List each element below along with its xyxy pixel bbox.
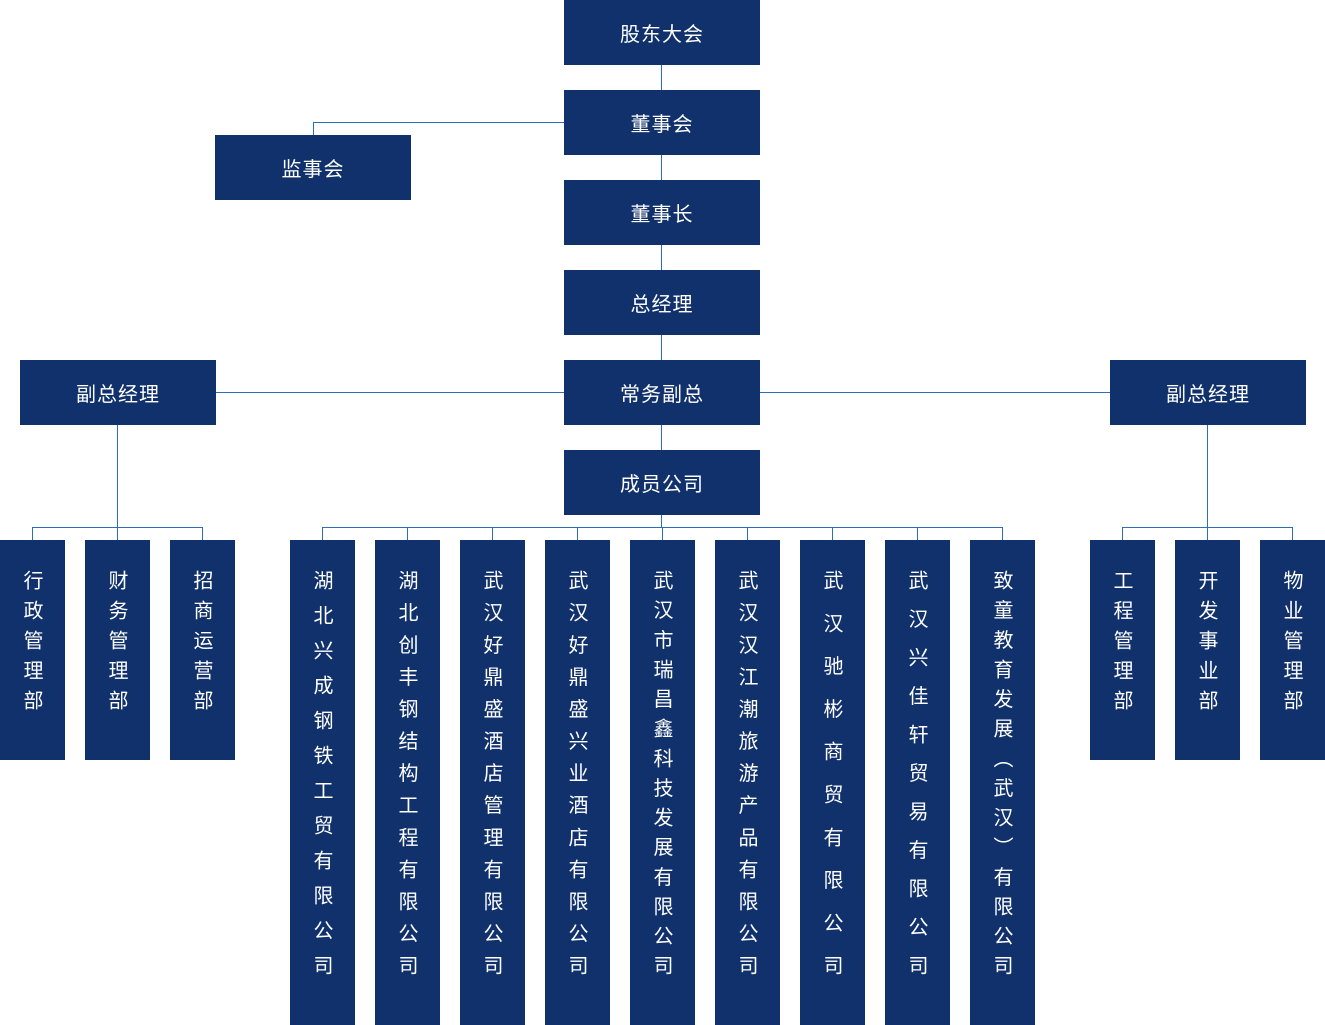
- member-company-4-label: 武汉好鼎盛兴业酒店有限公司: [565, 570, 589, 975]
- line-members-drop-1: [322, 527, 323, 540]
- line-members-drop-9: [1002, 527, 1003, 540]
- line-right-drop-3: [1292, 527, 1293, 540]
- member-company-4: 武汉好鼎盛兴业酒店有限公司: [545, 540, 610, 1025]
- member-company-2: 湖北创丰钢结构工程有限公司: [375, 540, 440, 1025]
- line-members-drop-3: [492, 527, 493, 540]
- dept-right-1: 工程管理部: [1090, 540, 1155, 760]
- dept-left-2-label: 财务管理部: [105, 570, 129, 710]
- line-right-trunk: [1207, 425, 1208, 527]
- line-members-drop-7: [832, 527, 833, 540]
- line-shareholders-board: [661, 65, 662, 90]
- dept-left-3: 招商运营部: [170, 540, 235, 760]
- member-company-6-label: 武汉汉江潮旅游产品有限公司: [735, 570, 759, 975]
- line-members-drop-5: [662, 527, 663, 540]
- line-members-drop-2: [407, 527, 408, 540]
- line-evp-members: [661, 425, 662, 450]
- line-members-trunk: [661, 515, 662, 527]
- line-left-drop-1: [32, 527, 33, 540]
- member-company-2-label: 湖北创丰钢结构工程有限公司: [395, 570, 419, 975]
- member-company-5-label: 武汉市瑞昌鑫科技发展有限公司: [650, 570, 674, 975]
- line-right-drop-2: [1207, 527, 1208, 540]
- member-company-7: 武汉驰彬商贸有限公司: [800, 540, 865, 1025]
- node-member-companies: 成员公司: [564, 450, 760, 515]
- node-executive-vp: 常务副总: [564, 360, 760, 425]
- line-right-drop-1: [1122, 527, 1123, 540]
- dept-right-2: 开发事业部: [1175, 540, 1240, 760]
- node-board: 董事会: [564, 90, 760, 155]
- line-vp-right: [759, 392, 1110, 393]
- dept-left-3-label: 招商运营部: [190, 570, 214, 710]
- line-members-drop-6: [747, 527, 748, 540]
- line-board-chairman: [661, 155, 662, 180]
- member-company-8-label: 武汉兴佳轩贸易有限公司: [905, 570, 929, 975]
- node-general-manager: 总经理: [564, 270, 760, 335]
- dept-right-3: 物业管理部: [1260, 540, 1325, 760]
- dept-right-3-label: 物业管理部: [1280, 570, 1304, 710]
- member-company-6: 武汉汉江潮旅游产品有限公司: [715, 540, 780, 1025]
- member-company-3: 武汉好鼎盛酒店管理有限公司: [460, 540, 525, 1025]
- node-vp-left: 副总经理: [20, 360, 216, 425]
- line-left-drop-2: [117, 527, 118, 540]
- node-supervisors: 监事会: [215, 135, 411, 200]
- line-board-supervisors-h: [313, 122, 564, 123]
- line-chairman-gm: [661, 245, 662, 270]
- line-board-supervisors-v: [313, 122, 314, 135]
- node-shareholders: 股东大会: [564, 0, 760, 65]
- line-members-drop-8: [917, 527, 918, 540]
- member-company-9-label: 致童教育发展（武汉）有限公司: [990, 570, 1014, 975]
- member-company-3-label: 武汉好鼎盛酒店管理有限公司: [480, 570, 504, 975]
- dept-left-1: 行政管理部: [0, 540, 65, 760]
- line-gm-evp: [661, 335, 662, 360]
- member-company-7-label: 武汉驰彬商贸有限公司: [820, 570, 844, 975]
- line-left-drop-3: [202, 527, 203, 540]
- dept-right-2-label: 开发事业部: [1195, 570, 1219, 710]
- line-left-trunk: [117, 425, 118, 527]
- dept-left-2: 财务管理部: [85, 540, 150, 760]
- node-chairman: 董事长: [564, 180, 760, 245]
- member-company-1-label: 湖北兴成钢铁工贸有限公司: [310, 570, 334, 975]
- line-vp-left: [215, 392, 564, 393]
- dept-right-1-label: 工程管理部: [1110, 570, 1134, 710]
- member-company-5: 武汉市瑞昌鑫科技发展有限公司: [630, 540, 695, 1025]
- member-company-9: 致童教育发展（武汉）有限公司: [970, 540, 1035, 1025]
- member-company-8: 武汉兴佳轩贸易有限公司: [885, 540, 950, 1025]
- line-members-drop-4: [577, 527, 578, 540]
- member-company-1: 湖北兴成钢铁工贸有限公司: [290, 540, 355, 1025]
- node-vp-right: 副总经理: [1110, 360, 1306, 425]
- dept-left-1-label: 行政管理部: [20, 570, 44, 710]
